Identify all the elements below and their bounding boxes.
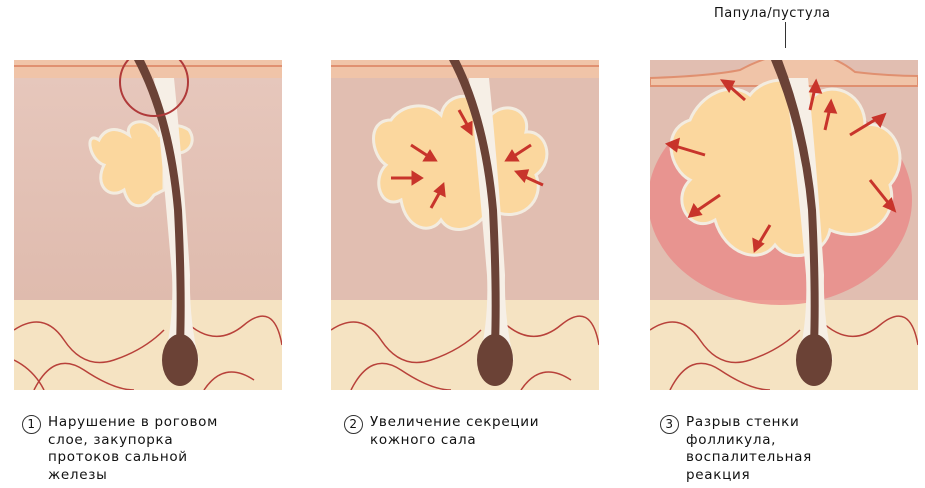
step-1-caption: 1 Нарушение в роговом слое, закупорка пр… xyxy=(22,414,312,484)
hair-bulb xyxy=(162,334,198,386)
step-2-text: Увеличение секреции кожного сала xyxy=(370,414,644,449)
panel-3-illustration xyxy=(650,60,918,390)
step-number-badge: 1 xyxy=(22,415,41,434)
diagram-panel-1 xyxy=(14,60,282,390)
diagram-panel-3 xyxy=(650,60,918,390)
hair-bulb xyxy=(477,334,513,386)
step-1-text: Нарушение в роговом слое, закупорка прот… xyxy=(48,414,312,484)
panel-1-illustration xyxy=(14,60,282,390)
hair-bulb xyxy=(796,334,832,386)
label-leader-line xyxy=(785,22,786,48)
step-number-badge: 2 xyxy=(344,415,363,434)
step-number-badge: 3 xyxy=(660,415,679,434)
papule-pustule-label: Папула/пустула xyxy=(714,6,830,21)
fat-layer xyxy=(331,300,599,390)
step-2-caption: 2 Увеличение секреции кожного сала xyxy=(344,414,644,449)
diagram-panel-2 xyxy=(331,60,599,390)
step-3-caption: 3 Разрыв стенки фолликула, воспалительна… xyxy=(660,414,920,484)
fat-layer xyxy=(650,300,918,390)
step-3-text: Разрыв стенки фолликула, воспалительная … xyxy=(686,414,920,484)
panel-2-illustration xyxy=(331,60,599,390)
fat-layer xyxy=(14,300,282,390)
